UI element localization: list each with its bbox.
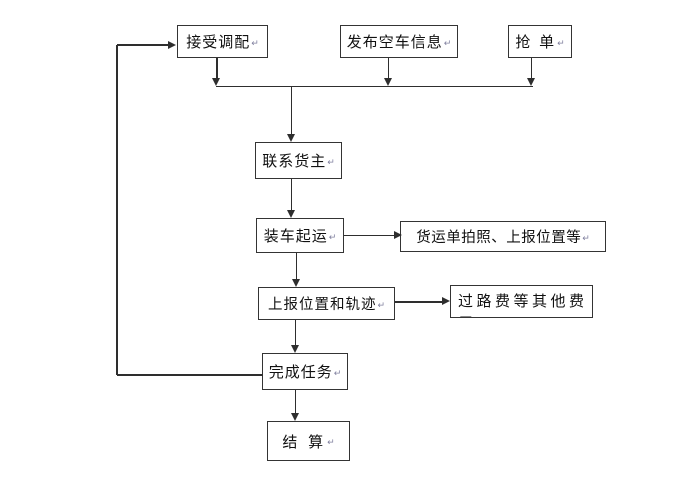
- connector-complete-to-settlement: [294, 390, 297, 414]
- connector-accept-to-bus: [216, 58, 218, 79]
- arrowhead-publish-to-bus: [383, 78, 392, 86]
- node-label: 装车起运: [263, 227, 328, 245]
- feedback-loop-bottom-segment: [116, 374, 263, 376]
- node-load-and-ship: 装车起运↵: [256, 218, 344, 253]
- node-label: 抢 单: [515, 33, 557, 51]
- connector-contact-to-load: [290, 179, 293, 211]
- node-contact-cargo-owner: 联系货主↵: [255, 142, 342, 179]
- paragraph-return-mark: ↵: [557, 38, 565, 49]
- arrowhead-bus-to-contact: [286, 134, 295, 142]
- feedback-loop-vertical-segment: [116, 45, 118, 375]
- arrowhead-contact-to-load: [286, 210, 295, 218]
- paragraph-return-mark: ↵: [582, 233, 590, 244]
- node-label: 接受调配: [186, 33, 251, 51]
- paragraph-return-mark: ↵: [333, 368, 342, 379]
- arrowhead-complete-to-settlement: [290, 413, 299, 421]
- paragraph-return-mark: ↵: [251, 38, 259, 49]
- connector-bus-line: [216, 85, 533, 87]
- node-complete-task: 完成任务↵: [262, 353, 348, 390]
- node-label: 完成任务: [268, 363, 333, 381]
- connector-load-to-waybill: [344, 234, 395, 236]
- connector-report-to-toll: [395, 301, 443, 303]
- arrowhead-report-to-complete: [290, 345, 299, 353]
- connector-publish-to-bus: [387, 58, 390, 79]
- paragraph-return-mark: ↵: [327, 157, 335, 168]
- connector-grab-to-bus: [530, 58, 533, 79]
- node-accept-dispatch: 接受调配↵: [177, 25, 268, 58]
- arrowhead-load-to-waybill: [394, 230, 402, 239]
- node-waybill-photo-report-location: 货运单拍照、上报位置等↵: [400, 221, 606, 252]
- arrowhead-load-to-report: [291, 279, 300, 287]
- node-label: 结 算: [282, 432, 327, 451]
- connector-report-to-complete: [294, 320, 297, 346]
- node-grab-order: 抢 单↵: [508, 25, 572, 58]
- feedback-loop-top-segment: [117, 44, 169, 46]
- arrowhead-grab-to-bus: [526, 78, 535, 86]
- connector-bus-to-contact: [290, 87, 293, 135]
- node-label: 上报位置和轨迹: [267, 297, 377, 313]
- node-publish-empty-truck-info: 发布空车信息↵: [340, 25, 458, 58]
- node-report-location-and-track: 上报位置和轨迹↵: [258, 287, 395, 320]
- paragraph-return-mark: ↵: [377, 300, 386, 311]
- paragraph-return-mark: ↵: [328, 232, 337, 243]
- paragraph-return-mark: ↵: [327, 438, 335, 448]
- node-label: 过路费等其他费: [458, 292, 588, 310]
- node-label: 联系货主: [262, 152, 327, 170]
- node-toll-and-other-fees: 过路费等其他费 用: [450, 285, 593, 318]
- arrowhead-feedback-to-accept: [168, 40, 176, 49]
- node-label: 发布空车信息: [346, 33, 443, 51]
- node-label: 货运单拍照、上报位置等: [416, 230, 582, 246]
- node-settlement: 结 算↵: [267, 421, 350, 461]
- arrowhead-report-to-toll: [442, 296, 450, 305]
- arrowhead-accept-to-bus: [212, 78, 220, 86]
- node-label-wrapped-clipped: 用: [458, 312, 473, 317]
- connector-load-to-report: [295, 253, 298, 280]
- paragraph-return-mark: ↵: [443, 38, 452, 49]
